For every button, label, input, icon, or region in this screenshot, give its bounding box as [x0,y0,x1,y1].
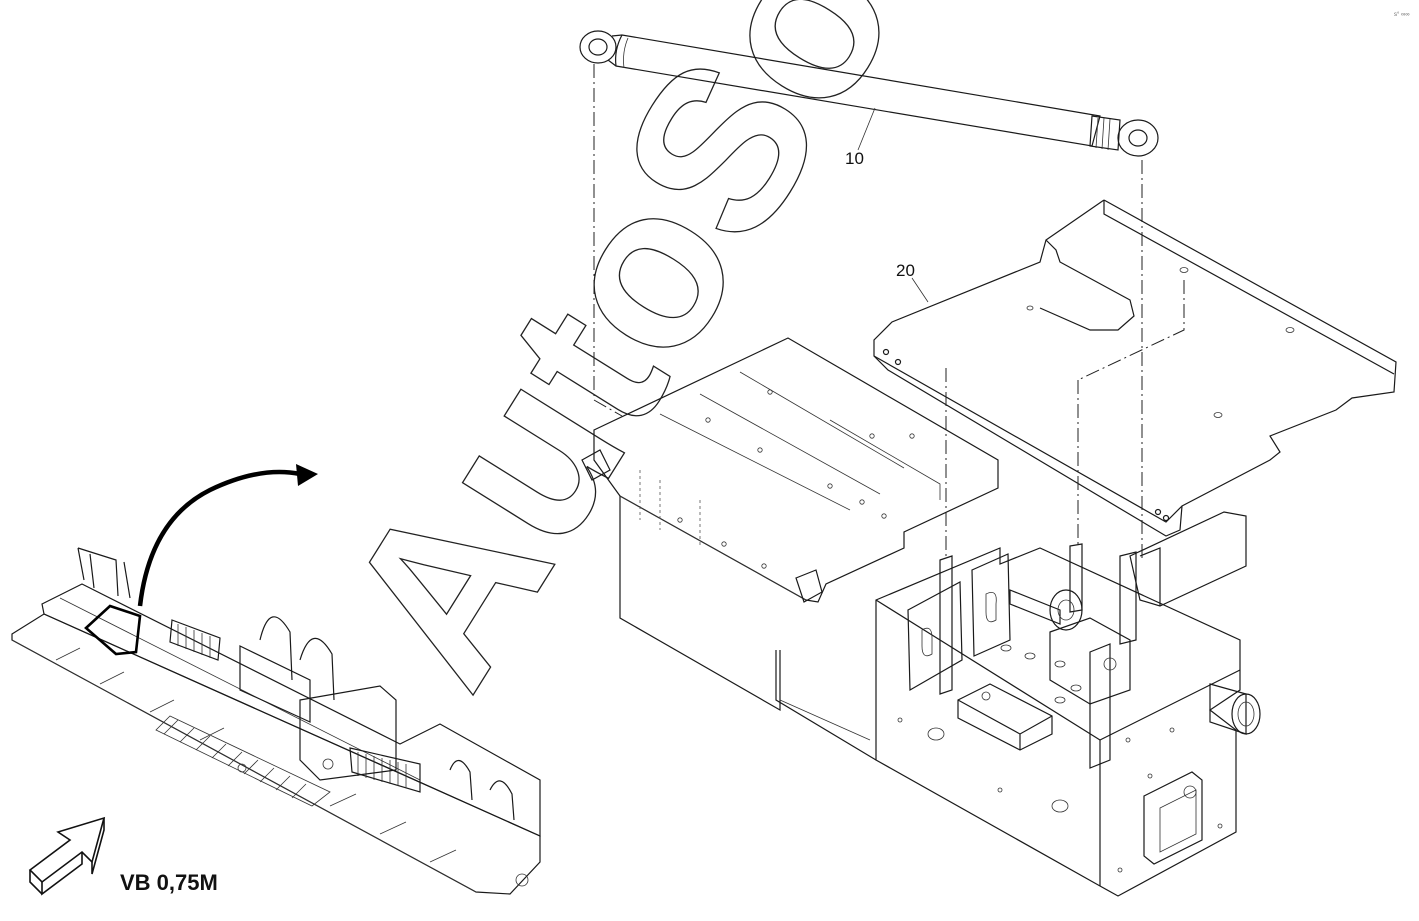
overview-machine [11,547,541,895]
corner-mark: s° ∞∞ [1394,12,1410,18]
assembly-centerlines [593,64,1185,560]
chassis-holes [897,644,1223,873]
outline-arrow-icon [28,816,106,896]
watermark-text: AutoSoft [294,0,1026,726]
part-10-cylinder [579,30,1159,157]
main-frame-assembly [581,337,1261,897]
callout-arrow [137,464,318,607]
part-number-20: 20 [896,261,915,280]
watermark: AutoSoft [293,0,1027,727]
curved-arrow-icon [296,464,318,486]
view-label: VB 0,75M [120,870,218,895]
top-bolts [677,389,915,569]
part-number-10: 10 [845,149,864,168]
part-20-cover-plate [873,199,1397,537]
